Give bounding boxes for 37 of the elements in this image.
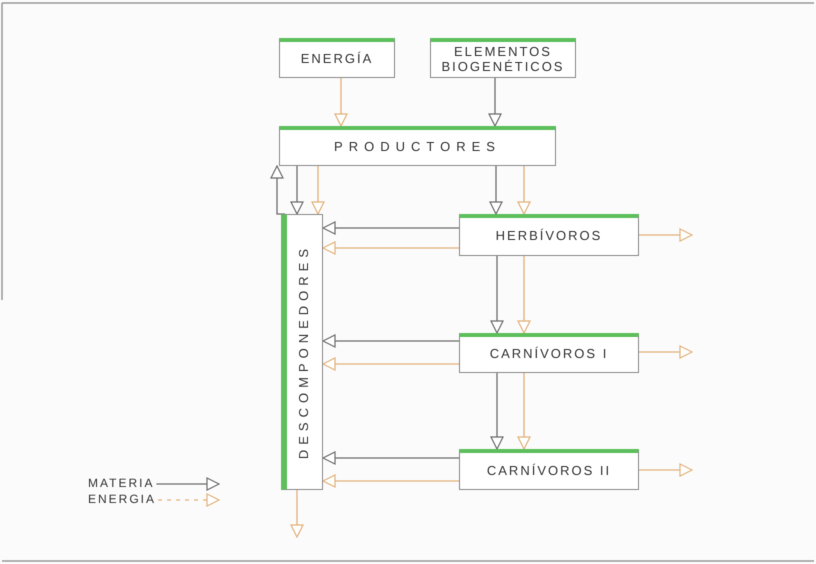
process-box (459, 333, 639, 373)
arrow (290, 490, 304, 538)
process-box (459, 449, 639, 490)
arrow (311, 166, 325, 215)
process-box (279, 38, 395, 78)
process-box (430, 38, 576, 78)
arrow (517, 166, 531, 215)
arrow (322, 241, 459, 255)
vertical-box (281, 214, 323, 490)
arrow (639, 345, 693, 359)
node-label: PRODUCTORES (334, 140, 501, 155)
node-label: ENERGÍA (300, 52, 374, 67)
arrow (270, 165, 285, 215)
legend-label: MATERIA (88, 476, 154, 490)
node-label: CARNÍVOROS II (486, 464, 612, 478)
node-label: HERBÍVOROS (496, 229, 602, 244)
process-box (459, 214, 639, 256)
arrow (490, 256, 504, 334)
arrow (334, 78, 348, 127)
arrow (639, 463, 693, 477)
arrow (322, 474, 459, 488)
arrow (490, 373, 504, 450)
node-label: DESCOMPONEDORES (297, 244, 312, 460)
arrow (322, 451, 459, 465)
arrow (489, 166, 503, 215)
arrow (517, 373, 531, 450)
arrow (322, 221, 459, 235)
arrow (639, 228, 693, 242)
arrow (517, 256, 531, 334)
arrow (322, 334, 459, 348)
process-box (279, 126, 556, 166)
arrow (290, 166, 304, 215)
legend-label: ENERGIA (88, 492, 156, 506)
arrow (322, 357, 459, 371)
node-label: CARNÍVOROS I (490, 347, 608, 362)
node-label: ELEMENTOS BIOGENÉTICOS (440, 44, 566, 74)
arrow (488, 78, 502, 127)
